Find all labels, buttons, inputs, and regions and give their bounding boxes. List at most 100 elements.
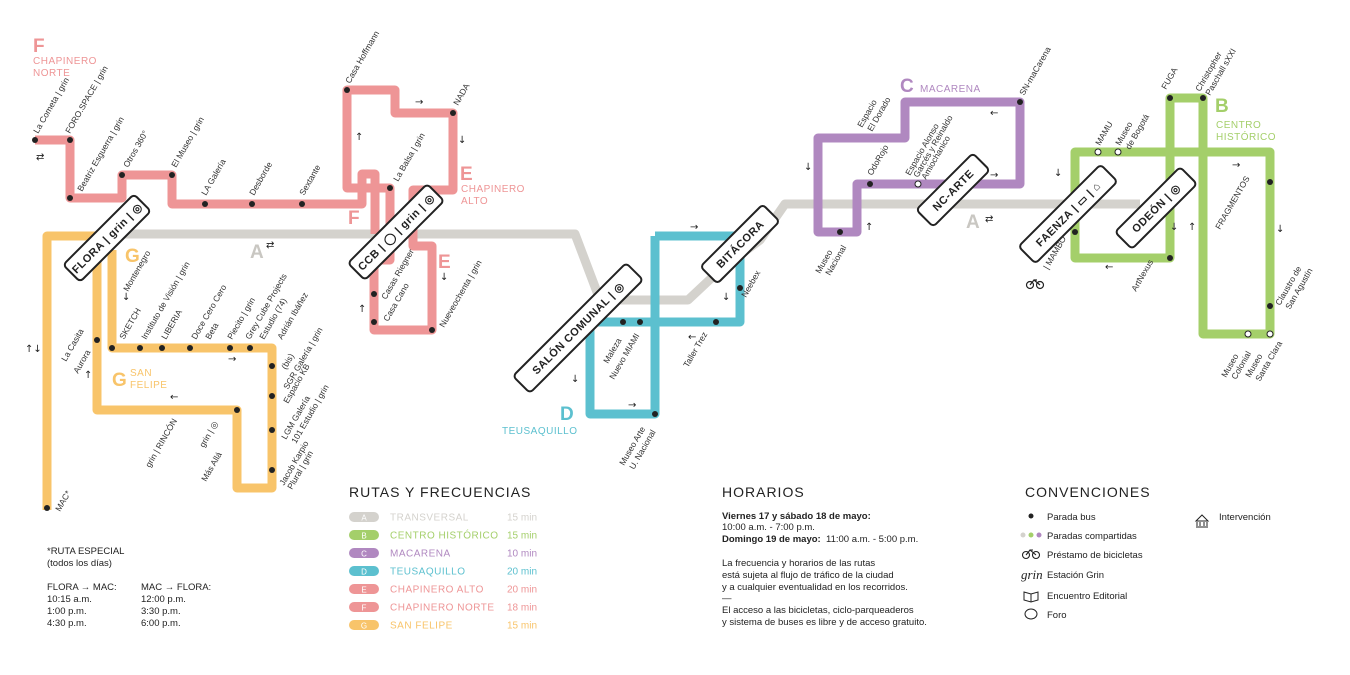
route-f-name: CHAPINERO: [33, 56, 97, 67]
stop-neebex[interactable]: [737, 285, 743, 291]
direction-arrows: ⇄ ↑↓ ↑ ← → ↓ ⇄ ↑ → ↓ ↓ ↑ → ↓ → ← ↓ ↓ ↑ →…: [25, 97, 1284, 411]
route-g-letter-2: G: [125, 246, 140, 267]
stop-liberia[interactable]: [159, 345, 165, 351]
arrow-icon: ↓: [1054, 168, 1062, 179]
route-f-letter: F: [33, 36, 45, 57]
stop-beatriz[interactable]: [67, 195, 73, 201]
stop-christopher[interactable]: [1200, 95, 1206, 101]
stop-piecito[interactable]: [227, 345, 233, 351]
stop-casas-riegner[interactable]: [371, 291, 377, 297]
arrow-icon: ↓: [440, 272, 448, 283]
stop-la-casita[interactable]: [94, 337, 100, 343]
stop-rincon[interactable]: [234, 407, 240, 413]
label-mac: MAC*: [53, 488, 73, 513]
stop-sgr[interactable]: [269, 363, 275, 369]
route-name: TEUSAQUILLO: [390, 567, 466, 578]
special-subtitle: (todos los días): [47, 558, 112, 569]
stop-museo-colonial[interactable]: [1244, 330, 1252, 338]
arrow-icon: ⇄: [266, 240, 274, 251]
label-rincon: grin | RINCÓN: [143, 417, 179, 469]
legend-bike-icon: [1021, 549, 1041, 560]
stop-mambo[interactable]: [1072, 229, 1078, 235]
stop-mac[interactable]: [44, 505, 50, 511]
route-d-letter: D: [560, 404, 574, 425]
arrow-icon: →: [415, 97, 423, 108]
stop-grey-cube[interactable]: [247, 345, 253, 351]
label-grin-bike: grin | ◎: [197, 419, 220, 449]
legend-intervention-icon: [1194, 514, 1210, 528]
stop-taller-trez[interactable]: [713, 319, 719, 325]
special-col2-1: 3:30 p.m.: [141, 606, 181, 617]
route-pill-letter: A: [361, 514, 367, 523]
stop-jacob[interactable]: [269, 467, 275, 473]
stop-mamu[interactable]: [1094, 148, 1102, 156]
horarios-dash: —: [722, 593, 732, 604]
stop-casa-hoffmann[interactable]: [344, 87, 350, 93]
stop-casa-cano[interactable]: [371, 319, 377, 325]
stop-la-cometa[interactable]: [32, 137, 38, 143]
stop-fragmentos[interactable]: [1267, 179, 1273, 185]
stop-desborde[interactable]: [249, 201, 255, 207]
route-frequency: 10 min: [507, 549, 537, 560]
legend-bus-stop: Parada bus: [1047, 512, 1096, 523]
stop-la-balsa[interactable]: [387, 185, 393, 191]
arrow-icon: ←: [990, 108, 998, 119]
route-name: TRANSVERSAL: [390, 513, 469, 524]
arrow-icon: →: [1232, 160, 1240, 171]
stop-museo-bogota[interactable]: [1114, 148, 1122, 156]
route-pill: [349, 584, 379, 594]
legend-book: Encuentro Editorial: [1047, 591, 1127, 602]
stop-museo-arte[interactable]: [652, 411, 658, 417]
arrow-icon: ←: [1105, 262, 1113, 273]
stop-nueveochenta[interactable]: [429, 327, 435, 333]
route-pill-letter: C: [361, 550, 367, 559]
special-title: *RUTA ESPECIAL: [47, 546, 124, 557]
special-col1-0: 10:15 a.m.: [47, 594, 92, 605]
stop-el-museo[interactable]: [169, 172, 175, 178]
arrow-icon: ↑: [84, 370, 92, 381]
stop-nuevo-miami[interactable]: [637, 319, 643, 325]
legend-grin: Estación Grin: [1047, 570, 1104, 581]
arrow-icon: →: [228, 354, 236, 365]
legend-bike: Préstamo de bicicletas: [1047, 550, 1143, 561]
label-otros: Otros 360°: [121, 129, 150, 169]
stop-artnexus[interactable]: [1167, 255, 1173, 261]
stop-sextante[interactable]: [299, 201, 305, 207]
stop-la-galeria[interactable]: [202, 201, 208, 207]
horarios-panel: HORARIOS Viernes 17 y sábado 18 de mayo:…: [722, 484, 927, 628]
route-labels: F CHAPINERO NORTE E CHAPINERO ALTO E F G…: [33, 36, 1276, 437]
arrow-icon: ↑: [1188, 222, 1196, 233]
route-a-line: [125, 199, 1140, 305]
stop-otros[interactable]: [119, 172, 125, 178]
label-artnexus: ArtNexus: [1129, 258, 1155, 293]
legend-shared: Paradas compartidas: [1047, 531, 1137, 542]
arrow-icon: ↓: [1170, 222, 1178, 233]
routes-panel-title: RUTAS Y FRECUENCIAS: [349, 484, 531, 500]
arrow-icon: ↓: [804, 162, 812, 173]
stop-instituto[interactable]: [137, 345, 143, 351]
stop-lgm[interactable]: [269, 427, 275, 433]
stop-sn-macarena[interactable]: [1017, 99, 1023, 105]
stop-museo-nacional[interactable]: [837, 229, 843, 235]
route-g-letter: G: [112, 370, 127, 391]
stop-doce-cero[interactable]: [187, 345, 193, 351]
stop-maleza[interactable]: [620, 319, 626, 325]
stop-espacio-alonso[interactable]: [914, 180, 922, 188]
stop-odrojo[interactable]: [867, 181, 873, 187]
route-b-name2: HISTÓRICO: [1216, 130, 1276, 143]
hub-faenza[interactable]: FAENZA | ▭ | ⌂: [1019, 165, 1118, 264]
route-frequency: 15 min: [507, 513, 537, 524]
horarios-note3: y a cualquier eventualidad en los recorr…: [722, 582, 908, 593]
stop-claustro[interactable]: [1267, 303, 1273, 309]
stop-espacio-kb[interactable]: [269, 393, 275, 399]
arrow-icon: ⇄: [36, 152, 44, 163]
stop-foro-space[interactable]: [67, 137, 73, 143]
stop-nada[interactable]: [450, 110, 456, 116]
stop-fuga[interactable]: [1167, 95, 1173, 101]
stop-museo-sc[interactable]: [1266, 330, 1274, 338]
stop-sketch[interactable]: [109, 345, 115, 351]
